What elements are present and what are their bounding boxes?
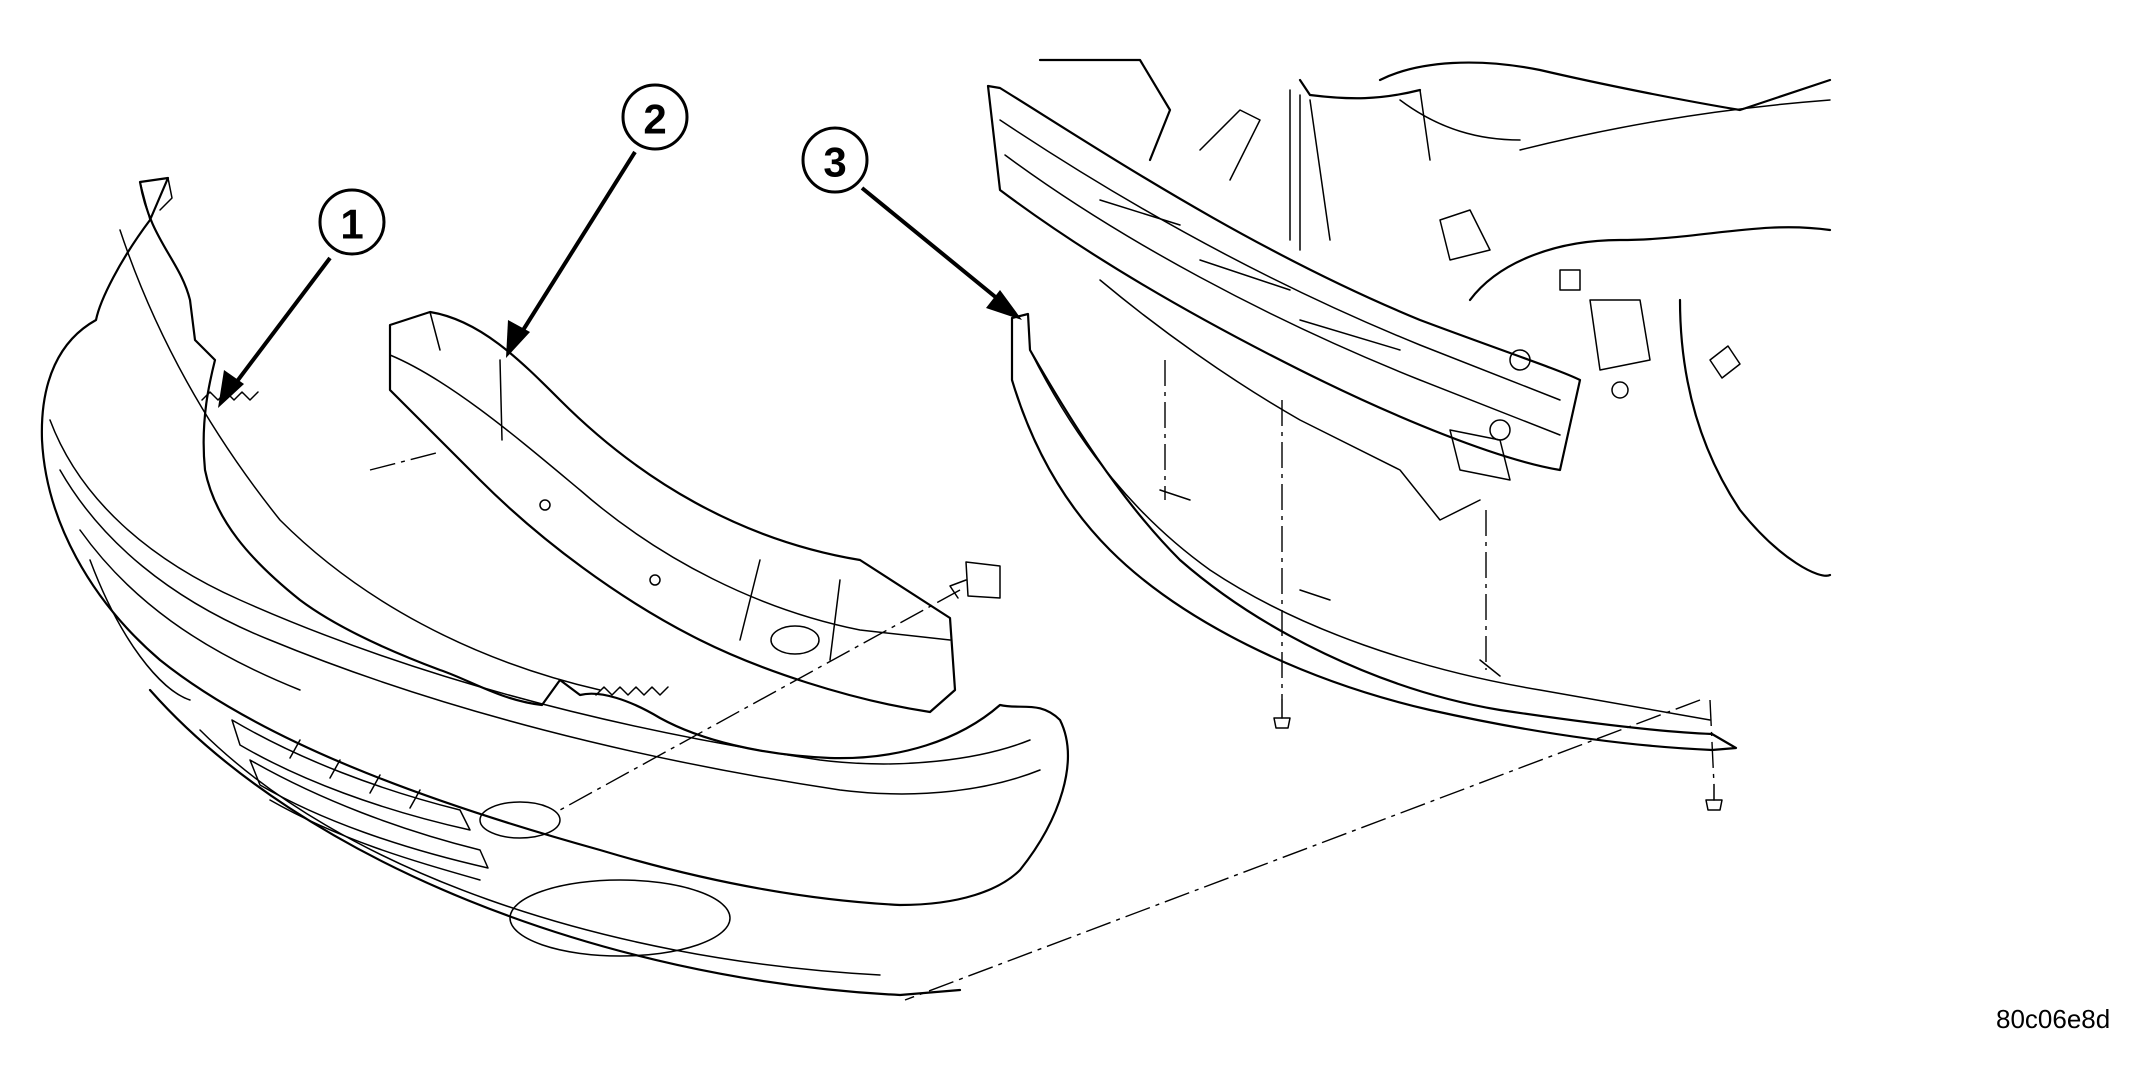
screw-left <box>1273 699 1291 729</box>
energy-absorber <box>369 310 957 714</box>
grille-openings <box>231 719 489 881</box>
callout-1: 1 <box>218 188 386 408</box>
fastener-alignment <box>904 360 1723 1001</box>
screw-right <box>1705 784 1723 811</box>
callout-1-label: 1 <box>340 201 363 248</box>
lower-support <box>1010 312 1738 752</box>
vehicle-front-structure <box>986 58 1832 577</box>
callout-3: 3 <box>801 126 1022 320</box>
callout-3-label: 3 <box>823 139 846 186</box>
fog-lamp-opening <box>509 879 731 957</box>
alignment-line-clip <box>559 589 961 811</box>
callout-2: 2 <box>506 83 689 358</box>
bumper-fascia <box>40 176 1069 997</box>
retaining-clip <box>949 561 1001 599</box>
figure-id: 80c06e8d <box>1996 1004 2111 1034</box>
callout-2-label: 2 <box>643 96 666 143</box>
